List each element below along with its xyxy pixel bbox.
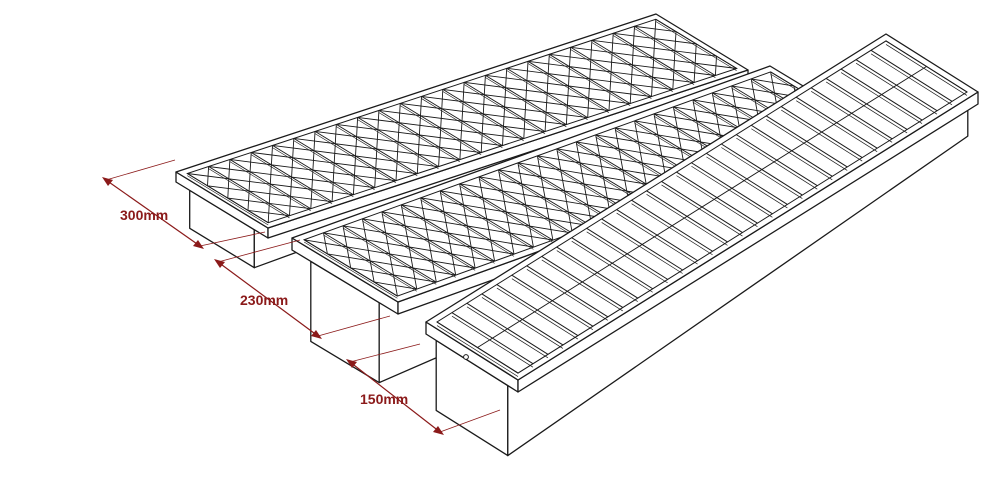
grate-bar-edge xyxy=(436,325,519,377)
dimension-label-150mm: 150mm xyxy=(360,391,408,407)
grate-diagonal xyxy=(478,176,573,234)
grate-bar-edge xyxy=(571,240,653,293)
grate-diagonal xyxy=(634,25,717,76)
grate-diagonal xyxy=(442,88,526,139)
grate-diagonal xyxy=(208,166,292,216)
grate-bar-edge xyxy=(840,72,923,124)
grate-diagonal xyxy=(381,211,476,269)
grate-bar-edge xyxy=(855,62,938,115)
dimension-300mm: 300mm xyxy=(102,159,266,249)
grate-bar-edge xyxy=(586,231,668,284)
grate-bar-edge xyxy=(810,90,893,143)
grate-bar-edge xyxy=(631,203,713,256)
grate-bar-edge xyxy=(721,147,803,199)
grate-diagonal xyxy=(229,158,313,209)
grate-diagonal xyxy=(464,81,547,132)
grate-diagonal xyxy=(323,232,418,290)
grate-diagonal xyxy=(362,218,457,276)
grate-diagonal xyxy=(401,204,496,262)
grate-diagonal xyxy=(440,190,534,248)
grate-bar-edge xyxy=(646,194,728,246)
grate-diagonal xyxy=(459,183,554,241)
grate-diagonal xyxy=(498,169,593,227)
grate-diagonal xyxy=(400,102,483,153)
grate-bar-edge xyxy=(825,81,908,134)
grate-bar-edge xyxy=(691,165,773,218)
extension-line-150mm-top xyxy=(349,343,421,363)
grate-cross-bar-edge xyxy=(187,175,269,226)
grate-diagonal xyxy=(293,137,377,188)
grate-diagonal xyxy=(272,144,355,195)
grate-bar-edge xyxy=(526,269,608,321)
grate-bar-edge xyxy=(751,128,833,181)
dimension-230mm: 230mm xyxy=(214,239,391,339)
grate-center-bar xyxy=(477,66,927,348)
grate-bar-edge xyxy=(781,109,863,162)
grate-bar-edge xyxy=(736,137,818,190)
grate-bar-edge xyxy=(870,53,953,106)
grate-diagonal xyxy=(549,53,632,104)
grate-bar-edge xyxy=(885,44,968,96)
grate-bar-edge xyxy=(511,278,594,331)
grate-diagonal xyxy=(591,39,675,90)
grate-bar-edge xyxy=(616,212,698,265)
grate-diagonal xyxy=(251,151,334,202)
grate-diagonal xyxy=(613,32,696,83)
dimension-arrow-230mm xyxy=(217,261,319,337)
arrowhead-start-300mm xyxy=(102,177,113,186)
grate-cross-bar-edge xyxy=(303,241,398,299)
channel-150mm xyxy=(425,33,979,457)
grate-diagonal xyxy=(336,123,419,174)
bolt-icon xyxy=(463,354,469,360)
grate-diagonal xyxy=(314,130,398,181)
grate-diagonal xyxy=(654,19,737,69)
dimension-arrow-150mm xyxy=(349,361,441,433)
grate-bar-edge xyxy=(706,156,788,209)
extension-line-150mm-bottom xyxy=(439,409,501,433)
grate-bar-edge xyxy=(541,259,623,312)
grate-bar-edge xyxy=(466,306,549,359)
arrowhead-end-300mm xyxy=(193,240,204,249)
extension-line-230mm-top xyxy=(217,239,301,263)
arrowhead-end-230mm xyxy=(311,330,322,339)
grate-bar-edge xyxy=(676,175,758,227)
dimension-label-300mm: 300mm xyxy=(120,207,168,223)
grate-bar-edge xyxy=(601,222,683,274)
grate-diagonal xyxy=(517,162,612,220)
grate-bar-edge xyxy=(556,250,638,302)
grate-bar-edge xyxy=(796,100,878,152)
grate-diagonal xyxy=(342,225,437,283)
grate-diagonal xyxy=(357,116,441,167)
grate-bar-edge xyxy=(661,184,743,237)
grate-diagonal xyxy=(485,74,568,125)
grate-diagonal xyxy=(304,239,398,297)
grate-bar-edge xyxy=(766,119,848,171)
extension-line-300mm-bottom xyxy=(199,231,266,247)
grate-diagonal xyxy=(378,109,462,160)
extension-line-230mm-bottom xyxy=(317,315,391,337)
grate-bar-edge xyxy=(451,315,534,368)
extension-line-300mm-top xyxy=(105,159,176,181)
arrowhead-end-150mm xyxy=(433,426,444,435)
dimension-arrow-300mm xyxy=(105,179,201,247)
dimension-label-230mm: 230mm xyxy=(240,292,288,308)
grate-diagonal xyxy=(420,197,515,255)
grate-diagonal xyxy=(506,67,590,118)
dimension-150mm: 150mm xyxy=(346,343,501,435)
grate-bar-edge xyxy=(496,287,579,340)
grate-diagonal xyxy=(421,95,504,146)
grate-bar-edge xyxy=(481,297,564,349)
grate-diagonal xyxy=(187,173,270,223)
grate-diagonal xyxy=(527,60,611,111)
grate-diagonal xyxy=(570,46,654,97)
